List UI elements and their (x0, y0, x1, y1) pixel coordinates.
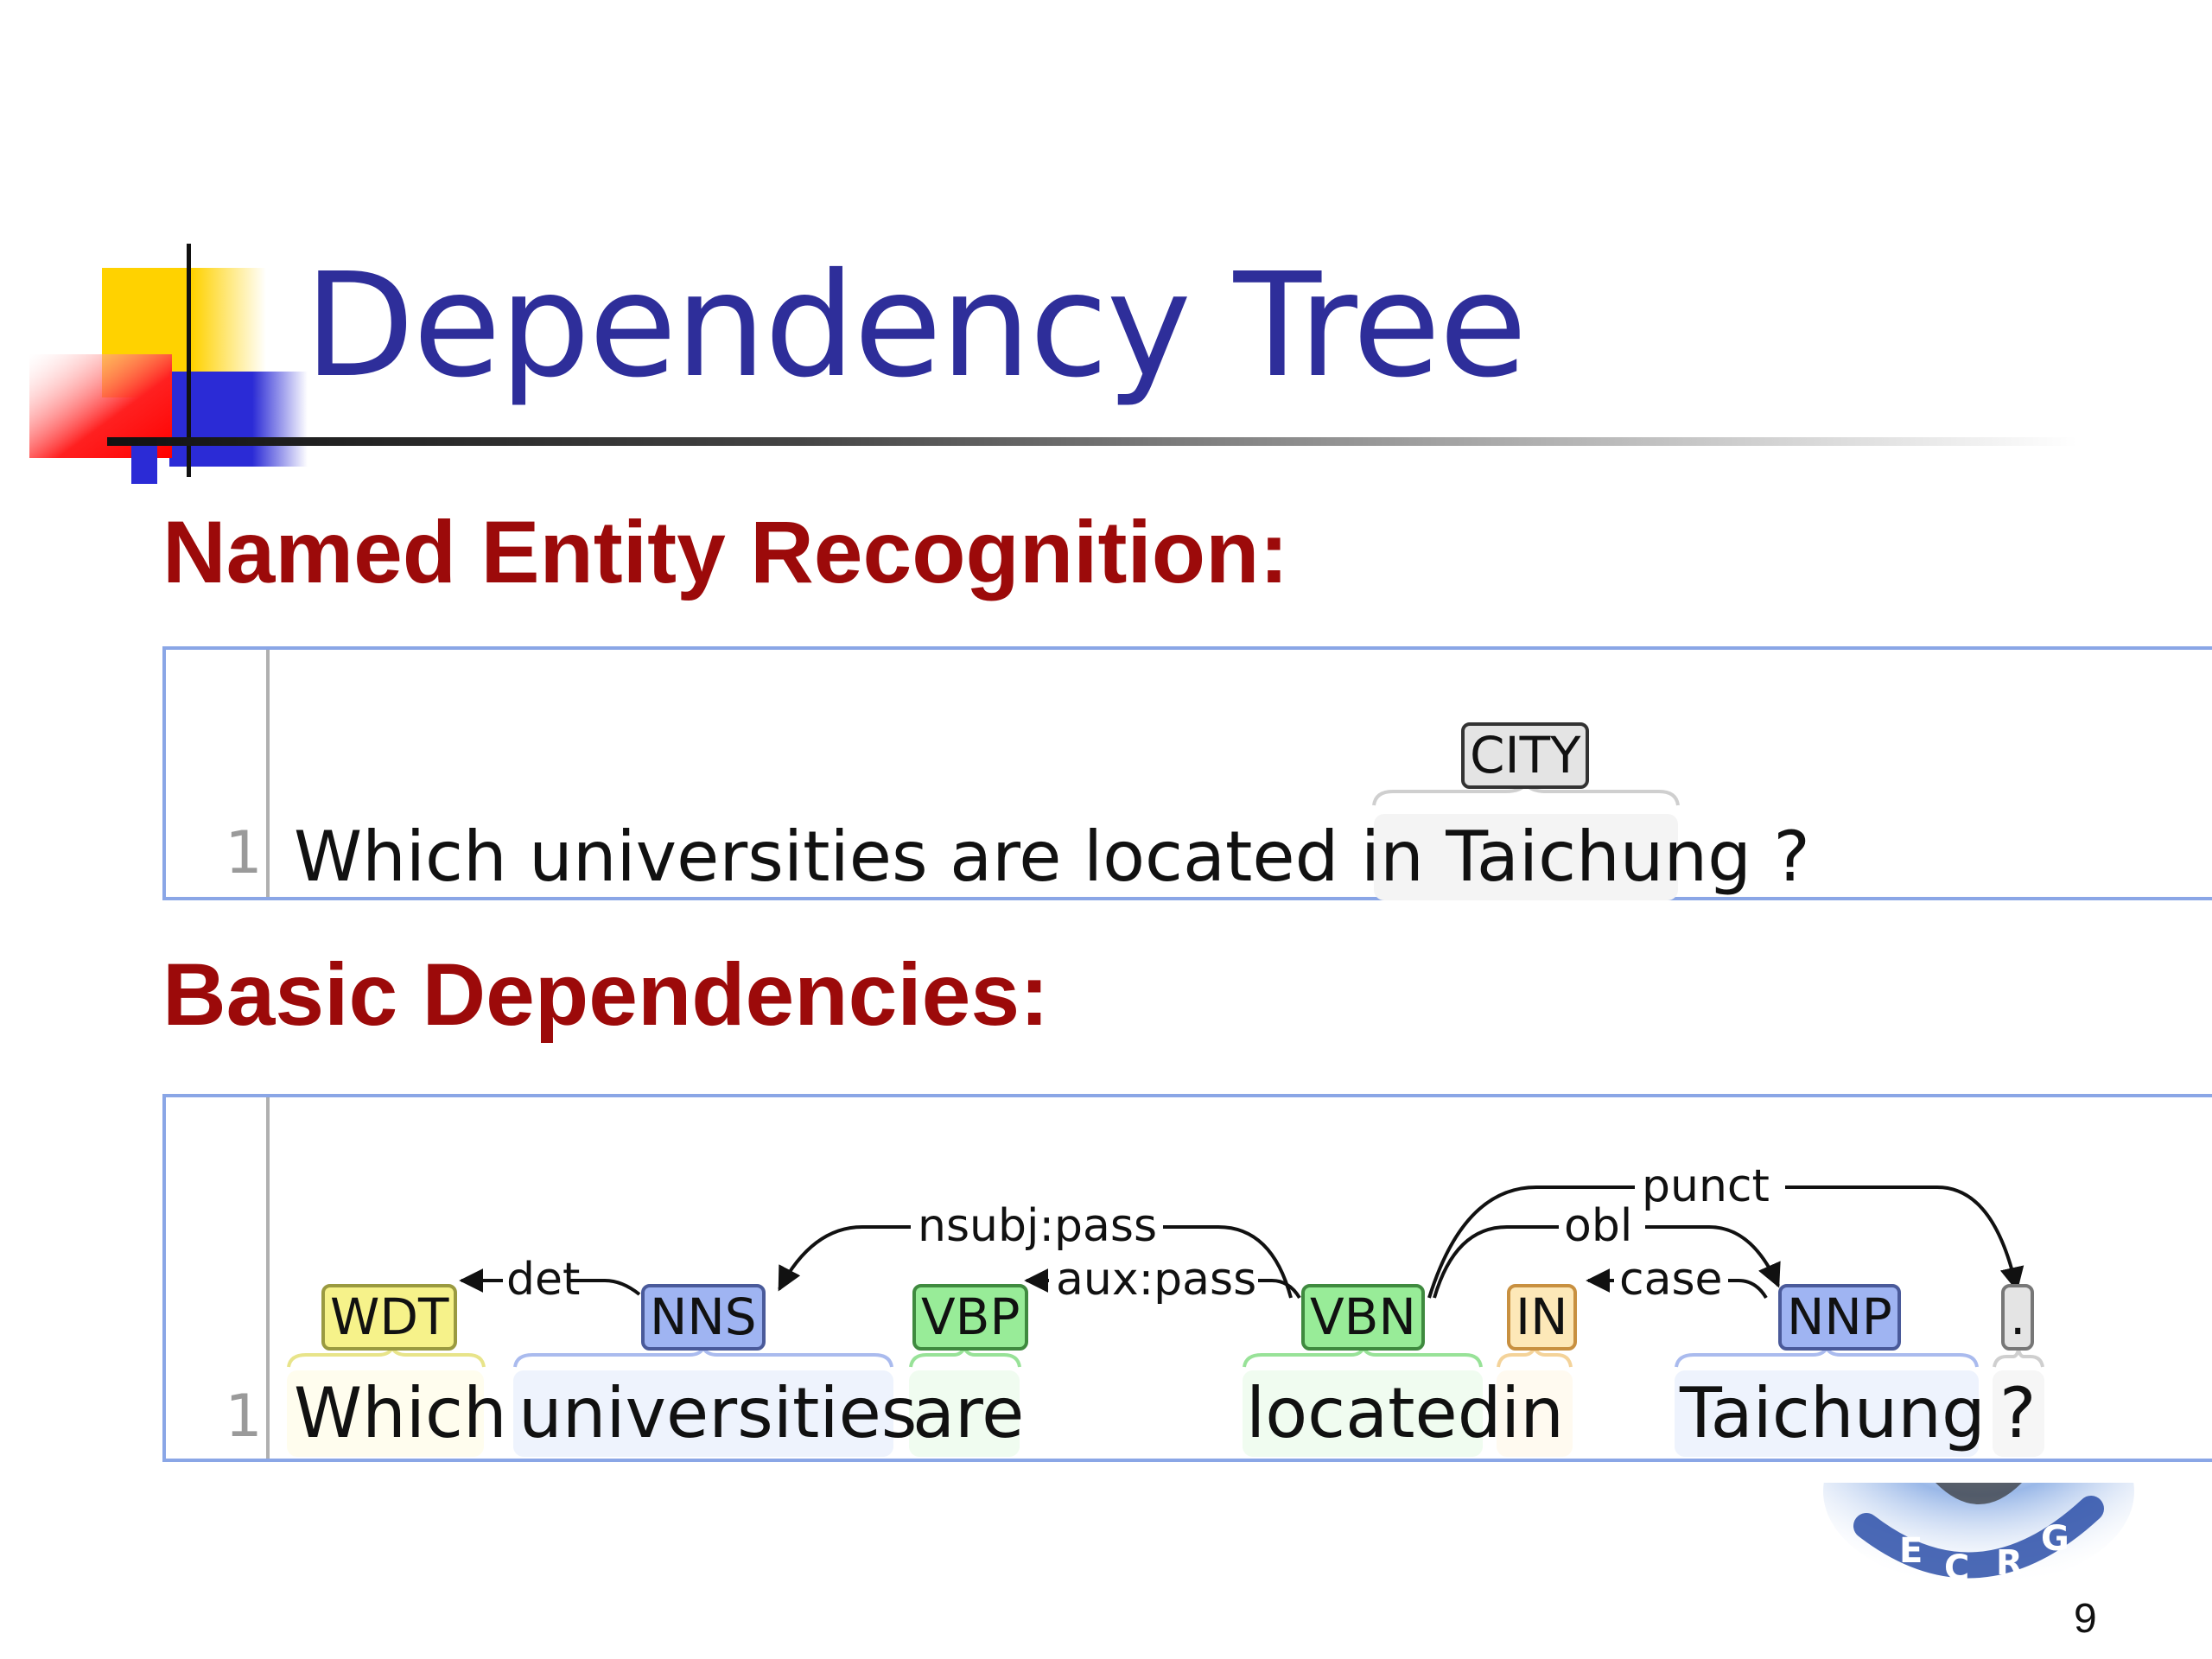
arc-label-case: case (1619, 1254, 1723, 1306)
token-highlight-which (287, 1370, 484, 1457)
token-brackets (287, 1344, 2044, 1368)
dep-heading: Basic Dependencies: (162, 945, 1050, 1044)
token-text-question: ? (1999, 1373, 2037, 1453)
arc-label-obl: obl (1564, 1200, 1632, 1252)
logo-letter: R (1996, 1543, 2023, 1583)
token-text-which: Which (294, 1373, 507, 1453)
ner-sentence-after: ? (1751, 817, 1810, 897)
pos-tag-nns: NNS (641, 1284, 766, 1351)
arc-punct: punct (1427, 1160, 2024, 1299)
arc-obl: obl (1433, 1200, 1781, 1299)
ner-entity-label: CITY (1461, 722, 1590, 789)
arc-nsubj-pass: nsubj:pass (778, 1200, 1293, 1299)
ner-gutter (266, 650, 270, 897)
ner-entity-text: Taichung (1446, 817, 1751, 897)
token-highlight-taichung (1675, 1370, 1979, 1457)
dep-panel: 1 Which universities are located in Taic… (162, 1094, 2212, 1462)
arc-det: det (459, 1254, 641, 1306)
token-highlight-in (1497, 1370, 1573, 1457)
arc-label-punct: punct (1642, 1160, 1770, 1212)
ecrg-logo: E C R G (1823, 1483, 2134, 1588)
ner-sentence: Which universities are located in Taichu… (294, 823, 1810, 892)
title-decoration (29, 244, 2077, 484)
arc-label-det: det (506, 1254, 580, 1306)
token-highlight-universities (513, 1370, 893, 1457)
slide-title: Dependency Tree (304, 243, 1528, 410)
logo-letter: C (1944, 1548, 1969, 1588)
token-highlight-located (1243, 1370, 1483, 1457)
pos-tag-wdt: WDT (321, 1284, 458, 1351)
token-text-universities: universities (518, 1373, 918, 1453)
pos-tag-nnp: NNP (1778, 1284, 1901, 1351)
token-text-taichung: Taichung (1680, 1373, 1986, 1453)
token-text-are: are (912, 1373, 1025, 1453)
ner-entity-highlight (1374, 814, 1678, 900)
ner-line-number: 1 (225, 819, 263, 887)
dep-line-number: 1 (225, 1382, 263, 1451)
pos-tag-punct: . (2001, 1284, 2035, 1351)
pos-tag-vbp: VBP (912, 1284, 1029, 1351)
ner-heading: Named Entity Recognition: (162, 503, 1289, 601)
token-text-located: located (1246, 1373, 1502, 1453)
arc-aux-pass: aux:pass (1024, 1254, 1301, 1306)
page-number: 9 (2074, 1596, 2097, 1642)
ner-panel: 1 Which universities are located in Taic… (162, 646, 2212, 900)
arc-label-nsubj-pass: nsubj:pass (918, 1200, 1157, 1252)
ner-entity-bracket (1372, 778, 1680, 806)
token-highlight-are (909, 1370, 1020, 1457)
logo-letter: G (2041, 1519, 2069, 1559)
ner-sentence-before: Which universities are located in (294, 817, 1446, 897)
pos-tag-in: IN (1507, 1284, 1577, 1351)
token-highlight-question (1993, 1370, 2044, 1457)
dep-gutter (266, 1097, 270, 1459)
pos-tag-vbn: VBN (1301, 1284, 1425, 1351)
arc-label-aux-pass: aux:pass (1056, 1254, 1256, 1306)
logo-letter: E (1899, 1531, 1923, 1571)
dependency-arcs: det aux:pass case nsubj:pass obl (287, 1160, 2044, 1368)
token-text-in: in (1501, 1373, 1564, 1453)
arc-case: case (1586, 1254, 1768, 1306)
